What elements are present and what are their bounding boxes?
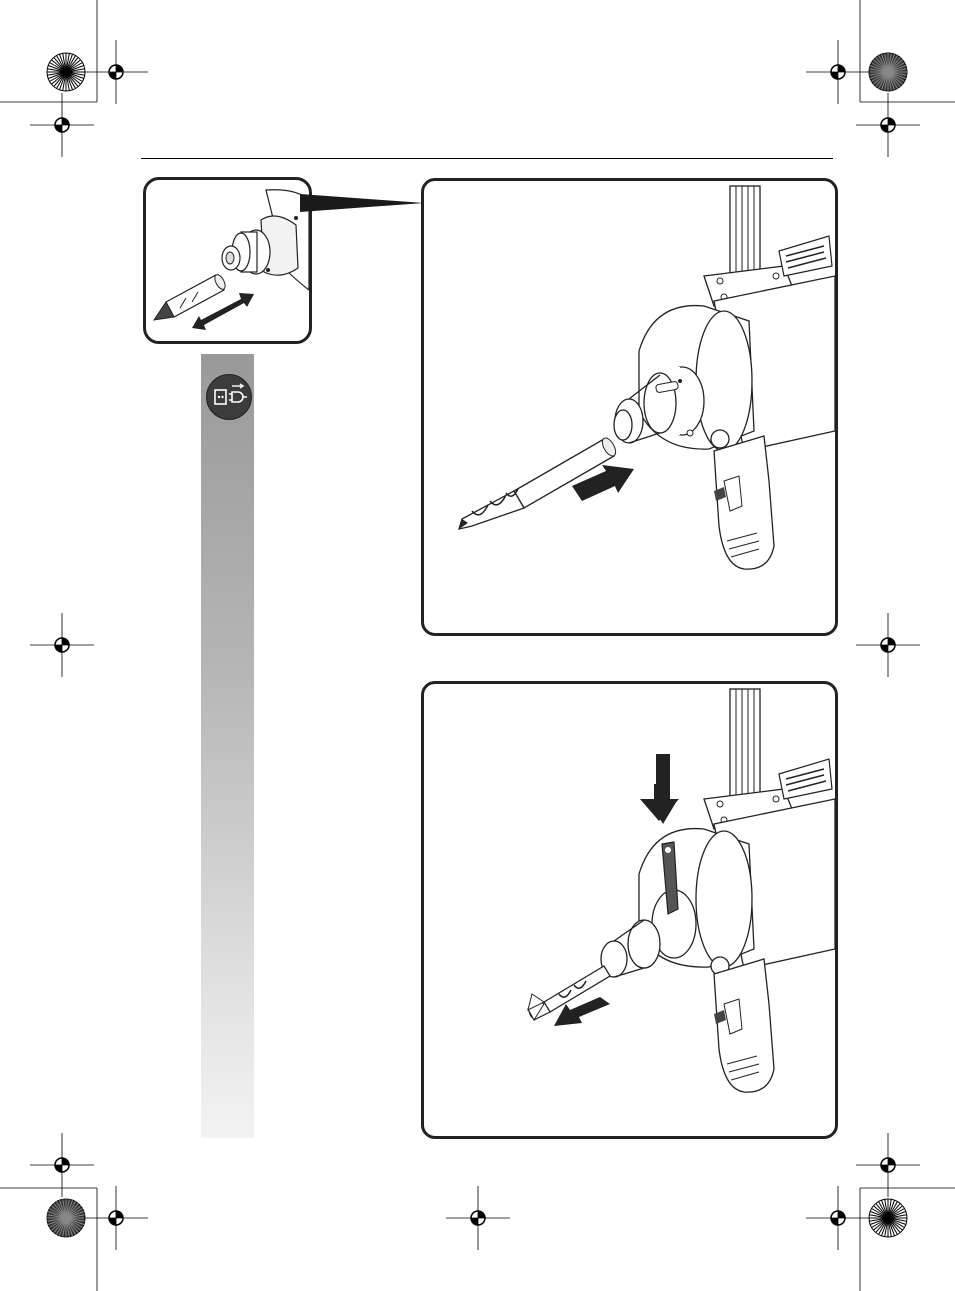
figure-panel-insert-bit (421, 178, 838, 636)
crosshair-registration-mark (806, 40, 870, 104)
radial-color-target (47, 53, 85, 91)
crosshair-registration-mark (856, 1133, 920, 1197)
drill-remove-illustration (424, 684, 835, 1136)
radial-color-target (869, 53, 907, 91)
radial-color-target (869, 1199, 907, 1237)
inset-detail-panel (143, 177, 312, 344)
crosshair-registration-mark (30, 1133, 94, 1197)
inset-drill-illustration (146, 180, 309, 341)
crosshair-registration-mark (446, 1186, 510, 1250)
header-rule (141, 158, 833, 159)
radial-color-target (47, 1199, 85, 1237)
inset-pointer (300, 190, 425, 215)
crosshair-registration-mark (856, 93, 920, 157)
drill-insert-illustration (424, 181, 835, 633)
crosshair-registration-mark (30, 93, 94, 157)
crosshair-registration-mark (856, 613, 920, 677)
crosshair-registration-mark (806, 1186, 870, 1250)
crosshair-registration-mark (84, 1186, 148, 1250)
figure-panel-remove-bit (421, 681, 838, 1139)
crosshair-registration-mark (84, 40, 148, 104)
sidebar-gradient-bar (201, 354, 254, 1138)
crosshair-registration-mark (30, 613, 94, 677)
unplug-before-servicing-icon (206, 374, 252, 420)
